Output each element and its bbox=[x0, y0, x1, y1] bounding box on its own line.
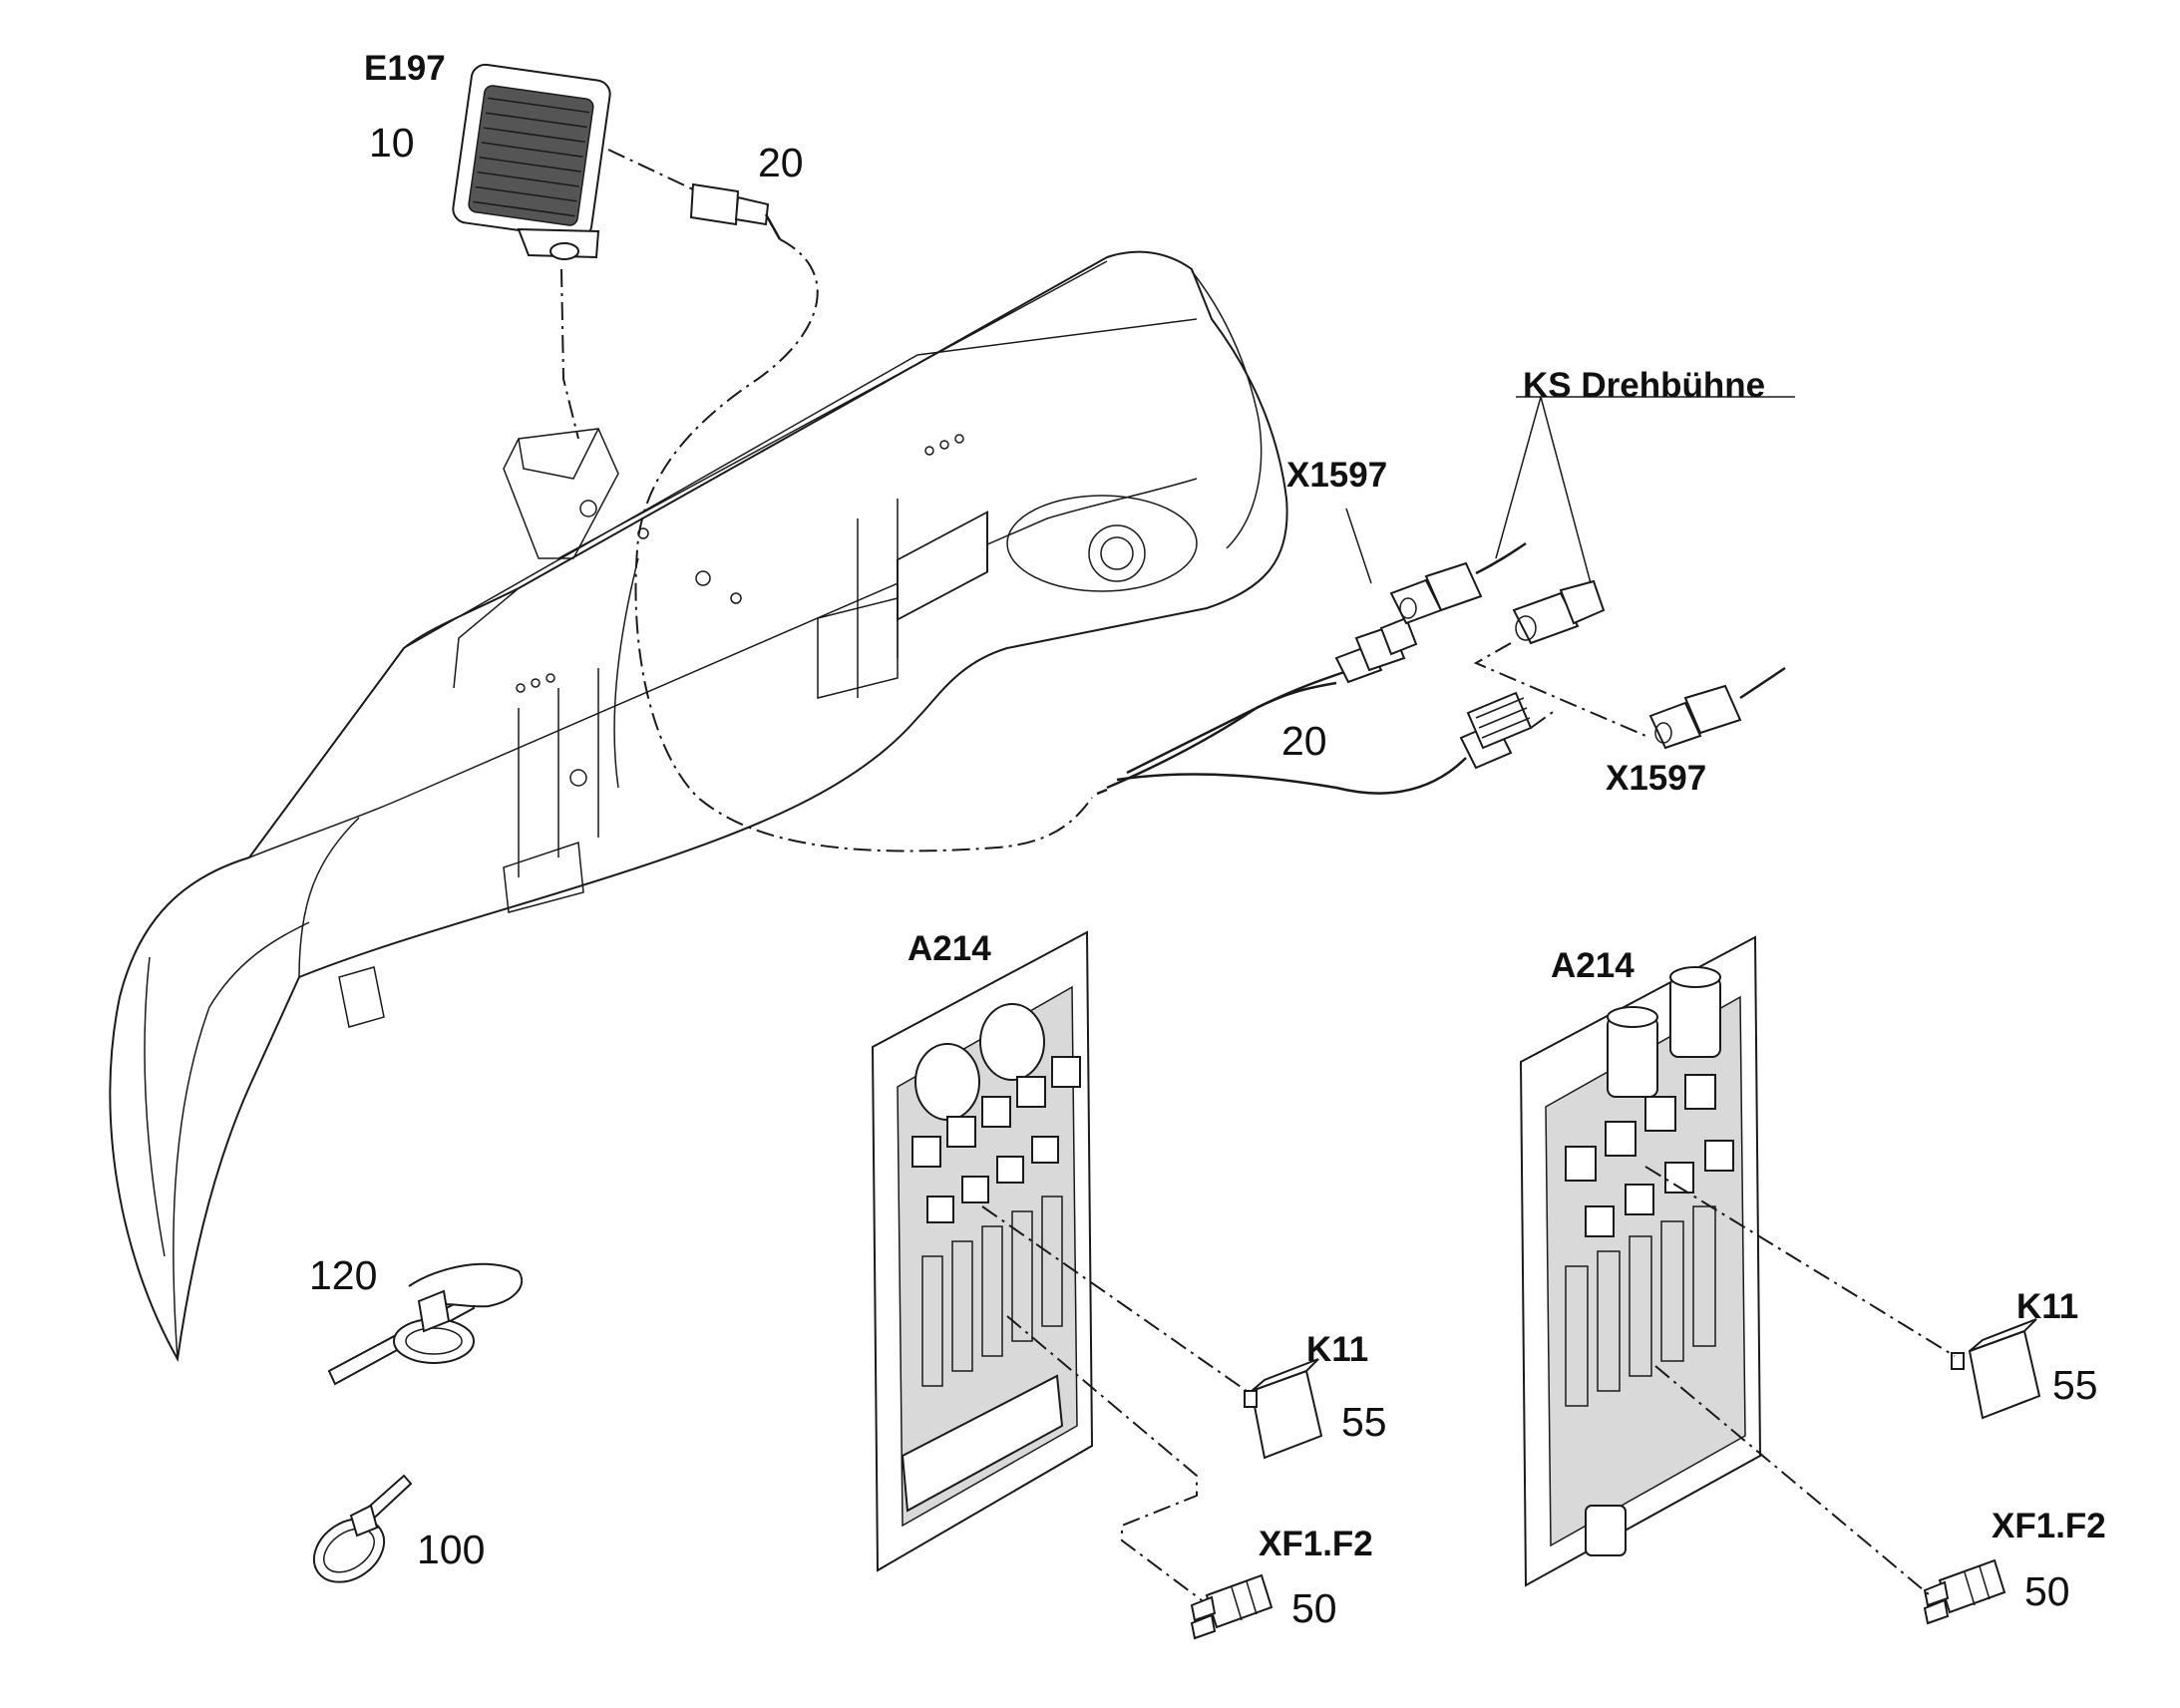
label-part-120: 120 bbox=[309, 1252, 377, 1298]
x1597-dash-link bbox=[1473, 642, 1651, 739]
lamp-to-mount-line bbox=[560, 268, 579, 440]
fuse-right-assembly-line bbox=[1654, 1365, 1931, 1596]
lamp-to-connector-line bbox=[607, 149, 694, 190]
label-xf1f2-right: XF1.F2 bbox=[1992, 1507, 2106, 1545]
label-part-20-top: 20 bbox=[758, 140, 804, 185]
label-x1597-top: X1597 bbox=[1286, 456, 1387, 495]
fuse-xf1f2-right bbox=[1923, 1558, 2006, 1625]
connector-x1597-upper bbox=[1389, 541, 1527, 625]
harness-to-x1597-dash bbox=[1530, 709, 1557, 729]
label-e197: E197 bbox=[364, 49, 446, 88]
label-ks-drehbuehne: KS Drehbühne bbox=[1523, 366, 1765, 405]
wiring-harness-20 bbox=[1096, 616, 1533, 796]
label-part-55-left: 55 bbox=[1341, 1399, 1387, 1445]
label-part-10: 10 bbox=[369, 120, 415, 166]
circuit-board-a214-left bbox=[871, 511, 1094, 1572]
label-a214-left: A214 bbox=[908, 929, 991, 968]
k11-left-assembly-line bbox=[981, 1205, 1248, 1392]
label-part-50-left: 50 bbox=[1291, 1585, 1337, 1631]
cable-tie-120 bbox=[327, 1262, 524, 1386]
label-x1597-bottom: X1597 bbox=[1606, 759, 1706, 798]
connector-x1597-lower bbox=[1648, 666, 1786, 750]
cab-roof-panel bbox=[109, 250, 1288, 1363]
fuse-rows-right bbox=[1565, 1205, 1716, 1407]
connector-20-top bbox=[689, 182, 782, 240]
fuse-left-assembly-line bbox=[1006, 1315, 1203, 1601]
relay-k11-right bbox=[1951, 1318, 2041, 1420]
cable-tie-100 bbox=[312, 1474, 413, 1583]
connector-to-roof-cable bbox=[634, 238, 1093, 853]
fuse-xf1f2-left bbox=[1190, 1573, 1273, 1640]
label-k11-left: K11 bbox=[1306, 1330, 1368, 1369]
label-part-55-right: 55 bbox=[2052, 1362, 2098, 1408]
label-a214-right: A214 bbox=[1551, 946, 1635, 985]
label-k11-right: K11 bbox=[2016, 1287, 2078, 1326]
relay-k11-left bbox=[1244, 1358, 1323, 1460]
circuit-board-a214-right bbox=[1519, 935, 1762, 1587]
label-part-50-right: 50 bbox=[2024, 1568, 2070, 1614]
label-xf1f2-left: XF1.F2 bbox=[1259, 1525, 1373, 1563]
connector-x1597-socket bbox=[1512, 579, 1606, 645]
work-lamp-e197 bbox=[452, 63, 611, 260]
leader-lines bbox=[1345, 396, 1795, 584]
fuse-rows-left bbox=[921, 1196, 1063, 1387]
k11-right-assembly-line bbox=[1644, 1166, 1956, 1357]
label-part-20-mid: 20 bbox=[1281, 718, 1327, 764]
label-part-100: 100 bbox=[417, 1527, 485, 1572]
